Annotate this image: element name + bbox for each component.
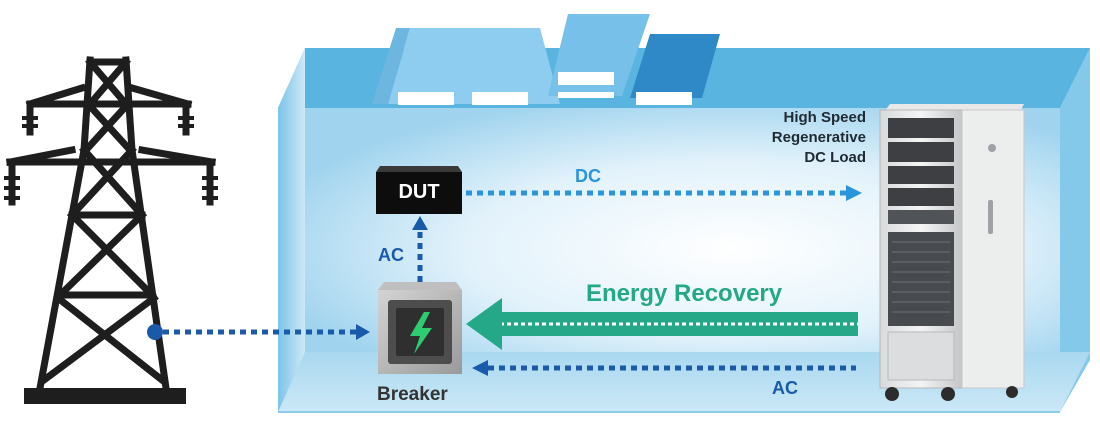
tower-insulators xyxy=(4,116,218,404)
dut-label: DUT xyxy=(398,181,440,203)
ac-label-return: AC xyxy=(772,378,798,398)
ac-up-arrow xyxy=(412,216,428,282)
grid-to-breaker-arrow xyxy=(147,324,370,340)
roof-block-left xyxy=(388,28,560,104)
energy-recovery-arrow xyxy=(466,298,858,350)
dc-label: DC xyxy=(575,166,601,186)
left-wall xyxy=(278,48,305,412)
power-tower-icon xyxy=(5,56,217,393)
vent-slat-4 xyxy=(558,92,614,98)
lightning-icon xyxy=(410,312,432,354)
roof-vents xyxy=(372,14,720,105)
breaker-label: Breaker xyxy=(377,384,448,405)
energy-recovery-label: Energy Recovery xyxy=(586,280,783,307)
load-label-line-2: Regenerative xyxy=(771,129,866,146)
equipment-rack-icon xyxy=(879,104,1025,401)
vent-slat-3 xyxy=(558,72,614,85)
vent-slat-1 xyxy=(398,92,454,105)
ac-return-arrow xyxy=(472,360,856,376)
dc-arrow xyxy=(466,185,862,201)
back-wall xyxy=(278,108,1060,365)
load-label: High Speed Regenerative DC Load xyxy=(690,108,866,168)
load-label-line-3: DC Load xyxy=(804,149,866,166)
roof-block-right xyxy=(630,34,720,98)
vent-slat-5 xyxy=(636,92,692,105)
vent-slat-2 xyxy=(472,92,528,105)
right-wall xyxy=(1060,48,1090,412)
dut-box xyxy=(376,166,462,214)
ac-label-breaker-to-dut: AC xyxy=(378,245,404,265)
load-label-line-1: High Speed xyxy=(783,109,866,126)
tower-base xyxy=(24,388,186,404)
